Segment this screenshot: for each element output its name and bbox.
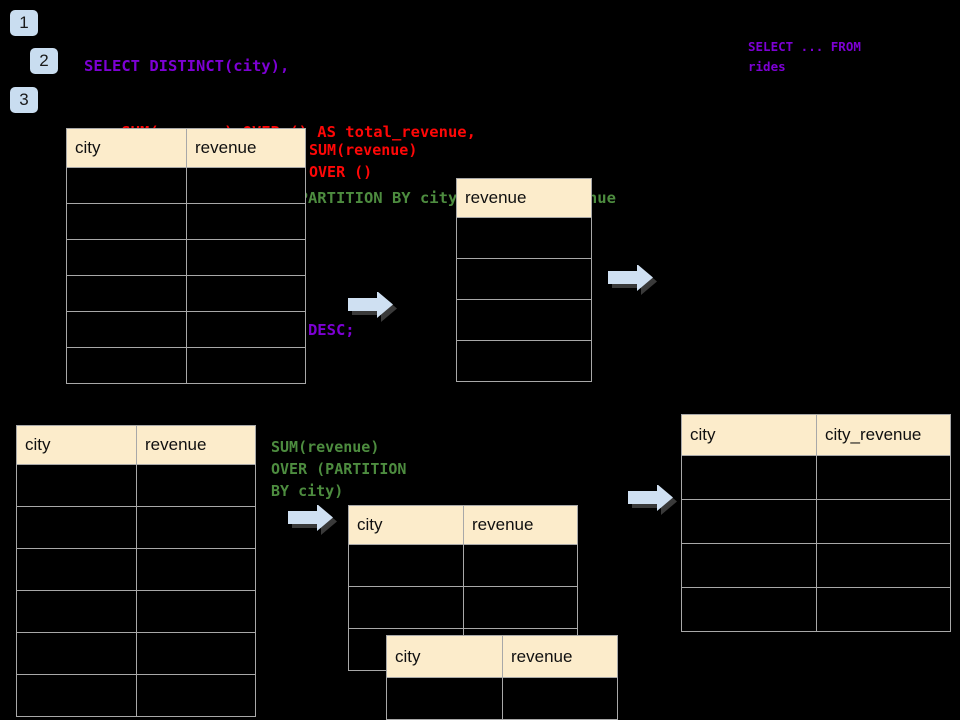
table-header-row: city revenue: [16, 425, 256, 465]
arrow-source-to-partition: [286, 504, 338, 535]
table-row: [16, 632, 256, 675]
column-header-revenue: revenue: [186, 128, 306, 168]
column-header-city: city: [16, 425, 137, 465]
table-header-row: revenue: [456, 178, 592, 218]
rides-source-table-bottom: city revenue: [16, 425, 256, 717]
table-cell: [66, 167, 187, 204]
table-cell: [136, 548, 256, 591]
step-badge-1[interactable]: 1: [10, 10, 38, 36]
table-row: [681, 455, 951, 500]
table-row: [66, 311, 306, 348]
table-cell: [463, 586, 578, 629]
table-row: [681, 587, 951, 632]
step-badge-3[interactable]: 3: [10, 87, 38, 113]
total-revenue-table: revenue: [456, 178, 592, 382]
table-cell: [186, 203, 306, 240]
column-header-city-revenue: city_revenue: [816, 414, 951, 456]
table-cell: [463, 544, 578, 587]
table-cell: [66, 203, 187, 240]
table-cell: [66, 275, 187, 312]
table-row: [681, 543, 951, 588]
table-header-row: city revenue: [66, 128, 306, 168]
table-row: [386, 677, 618, 720]
table-header-row: city revenue: [386, 635, 618, 678]
table-cell: [681, 543, 817, 588]
table-row: [16, 548, 256, 591]
table-row: [66, 347, 306, 384]
table-cell: [16, 506, 137, 549]
table-row: [348, 544, 578, 587]
table-cell: [681, 455, 817, 500]
table-row: [348, 586, 578, 629]
table-cell: [186, 311, 306, 348]
table-cell: [136, 506, 256, 549]
table-cell: [816, 587, 951, 632]
step-badge-2[interactable]: 2: [30, 48, 58, 74]
annotation-sum-over-partition: SUM(revenue) OVER (PARTITION BY city): [271, 438, 407, 500]
arrow-total-to-result: [606, 264, 658, 295]
table-row: [456, 217, 592, 259]
table-cell: [16, 464, 137, 507]
table-row: [456, 340, 592, 382]
arrow-source-to-total: [346, 291, 398, 322]
table-cell: [456, 340, 592, 382]
table-cell: [66, 239, 187, 276]
table-cell: [186, 239, 306, 276]
table-cell: [816, 499, 951, 544]
result-table: city city_revenue: [681, 414, 951, 632]
table-cell: [456, 299, 592, 341]
column-header-city: city: [348, 505, 464, 545]
table-row: [16, 506, 256, 549]
column-header-city: city: [66, 128, 187, 168]
table-cell: [16, 632, 137, 675]
column-header-city: city: [681, 414, 817, 456]
table-cell: [186, 275, 306, 312]
table-row: [66, 275, 306, 312]
table-row: [16, 464, 256, 507]
column-header-revenue: revenue: [456, 178, 592, 218]
table-row: [456, 258, 592, 300]
table-cell: [186, 347, 306, 384]
sidenote-select-from-rides: SELECT ... FROM rides: [748, 39, 861, 74]
table-cell: [816, 543, 951, 588]
table-row: [456, 299, 592, 341]
arrow-partition-to-result: [626, 484, 678, 515]
table-row: [66, 203, 306, 240]
table-row: [16, 674, 256, 717]
column-header-revenue: revenue: [136, 425, 256, 465]
partition-table-b: city revenue: [386, 635, 618, 720]
annotation-sum-over-empty: SUM(revenue) OVER (): [309, 141, 418, 181]
table-row: [16, 590, 256, 633]
table-cell: [348, 586, 464, 629]
table-cell: [456, 217, 592, 259]
table-cell: [66, 311, 187, 348]
table-header-row: city city_revenue: [681, 414, 951, 456]
table-row: [681, 499, 951, 544]
rides-source-table-top: city revenue: [66, 128, 306, 384]
table-cell: [16, 674, 137, 717]
table-cell: [136, 590, 256, 633]
table-cell: [136, 632, 256, 675]
column-header-revenue: revenue: [502, 635, 618, 678]
table-cell: [502, 677, 618, 720]
table-cell: [681, 587, 817, 632]
table-cell: [16, 590, 137, 633]
column-header-revenue: revenue: [463, 505, 578, 545]
sql-line-select: SELECT DISTINCT(city),: [84, 57, 290, 75]
table-cell: [386, 677, 503, 720]
table-cell: [136, 674, 256, 717]
table-cell: [456, 258, 592, 300]
column-header-city: city: [386, 635, 503, 678]
table-cell: [16, 548, 137, 591]
table-cell: [136, 464, 256, 507]
table-cell: [66, 347, 187, 384]
table-header-row: city revenue: [348, 505, 578, 545]
table-cell: [186, 167, 306, 204]
table-row: [66, 167, 306, 204]
table-row: [66, 239, 306, 276]
table-cell: [348, 544, 464, 587]
table-cell: [816, 455, 951, 500]
table-cell: [681, 499, 817, 544]
